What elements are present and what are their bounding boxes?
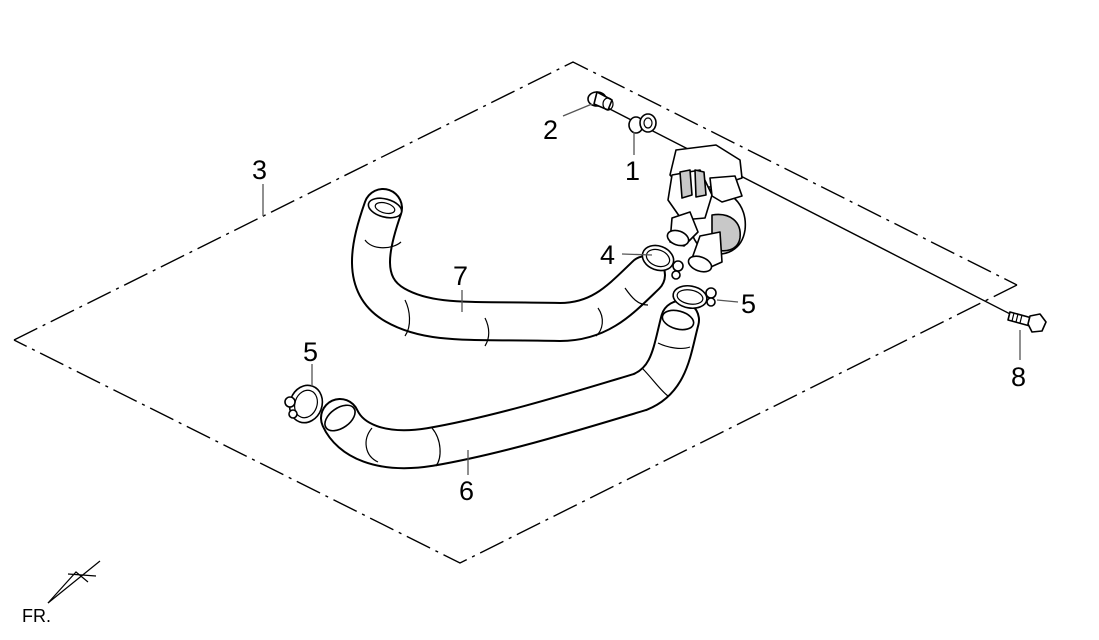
front-direction-indicator: FR. bbox=[22, 560, 101, 626]
callout-5-right: 5 bbox=[741, 289, 756, 319]
air-valve-assembly bbox=[666, 144, 747, 273]
part-8-bolt bbox=[1007, 311, 1047, 333]
bolt-axis-line bbox=[599, 103, 1019, 319]
hose-6 bbox=[320, 300, 700, 470]
hose-7 bbox=[351, 188, 666, 347]
front-direction-label: FR. bbox=[22, 606, 51, 626]
callout-1: 1 bbox=[625, 156, 640, 186]
callout-7: 7 bbox=[453, 261, 468, 291]
callout-5-left: 5 bbox=[303, 337, 318, 367]
callout-6: 6 bbox=[459, 476, 474, 506]
part-2-cap bbox=[587, 91, 614, 111]
part-4-clamp bbox=[641, 244, 684, 280]
callout-4: 4 bbox=[600, 240, 615, 270]
callout-8: 8 bbox=[1011, 362, 1026, 392]
part-5-clamp-left bbox=[284, 384, 324, 424]
leader-lines bbox=[262, 103, 1021, 475]
callout-labels: 1 2 3 4 5 5 6 7 8 bbox=[252, 115, 1026, 506]
part-1-grommet bbox=[628, 113, 657, 134]
assembly-frame bbox=[13, 61, 1018, 564]
callout-3: 3 bbox=[252, 155, 267, 185]
callout-2: 2 bbox=[543, 115, 558, 145]
part-5-clamp-right bbox=[672, 284, 717, 310]
